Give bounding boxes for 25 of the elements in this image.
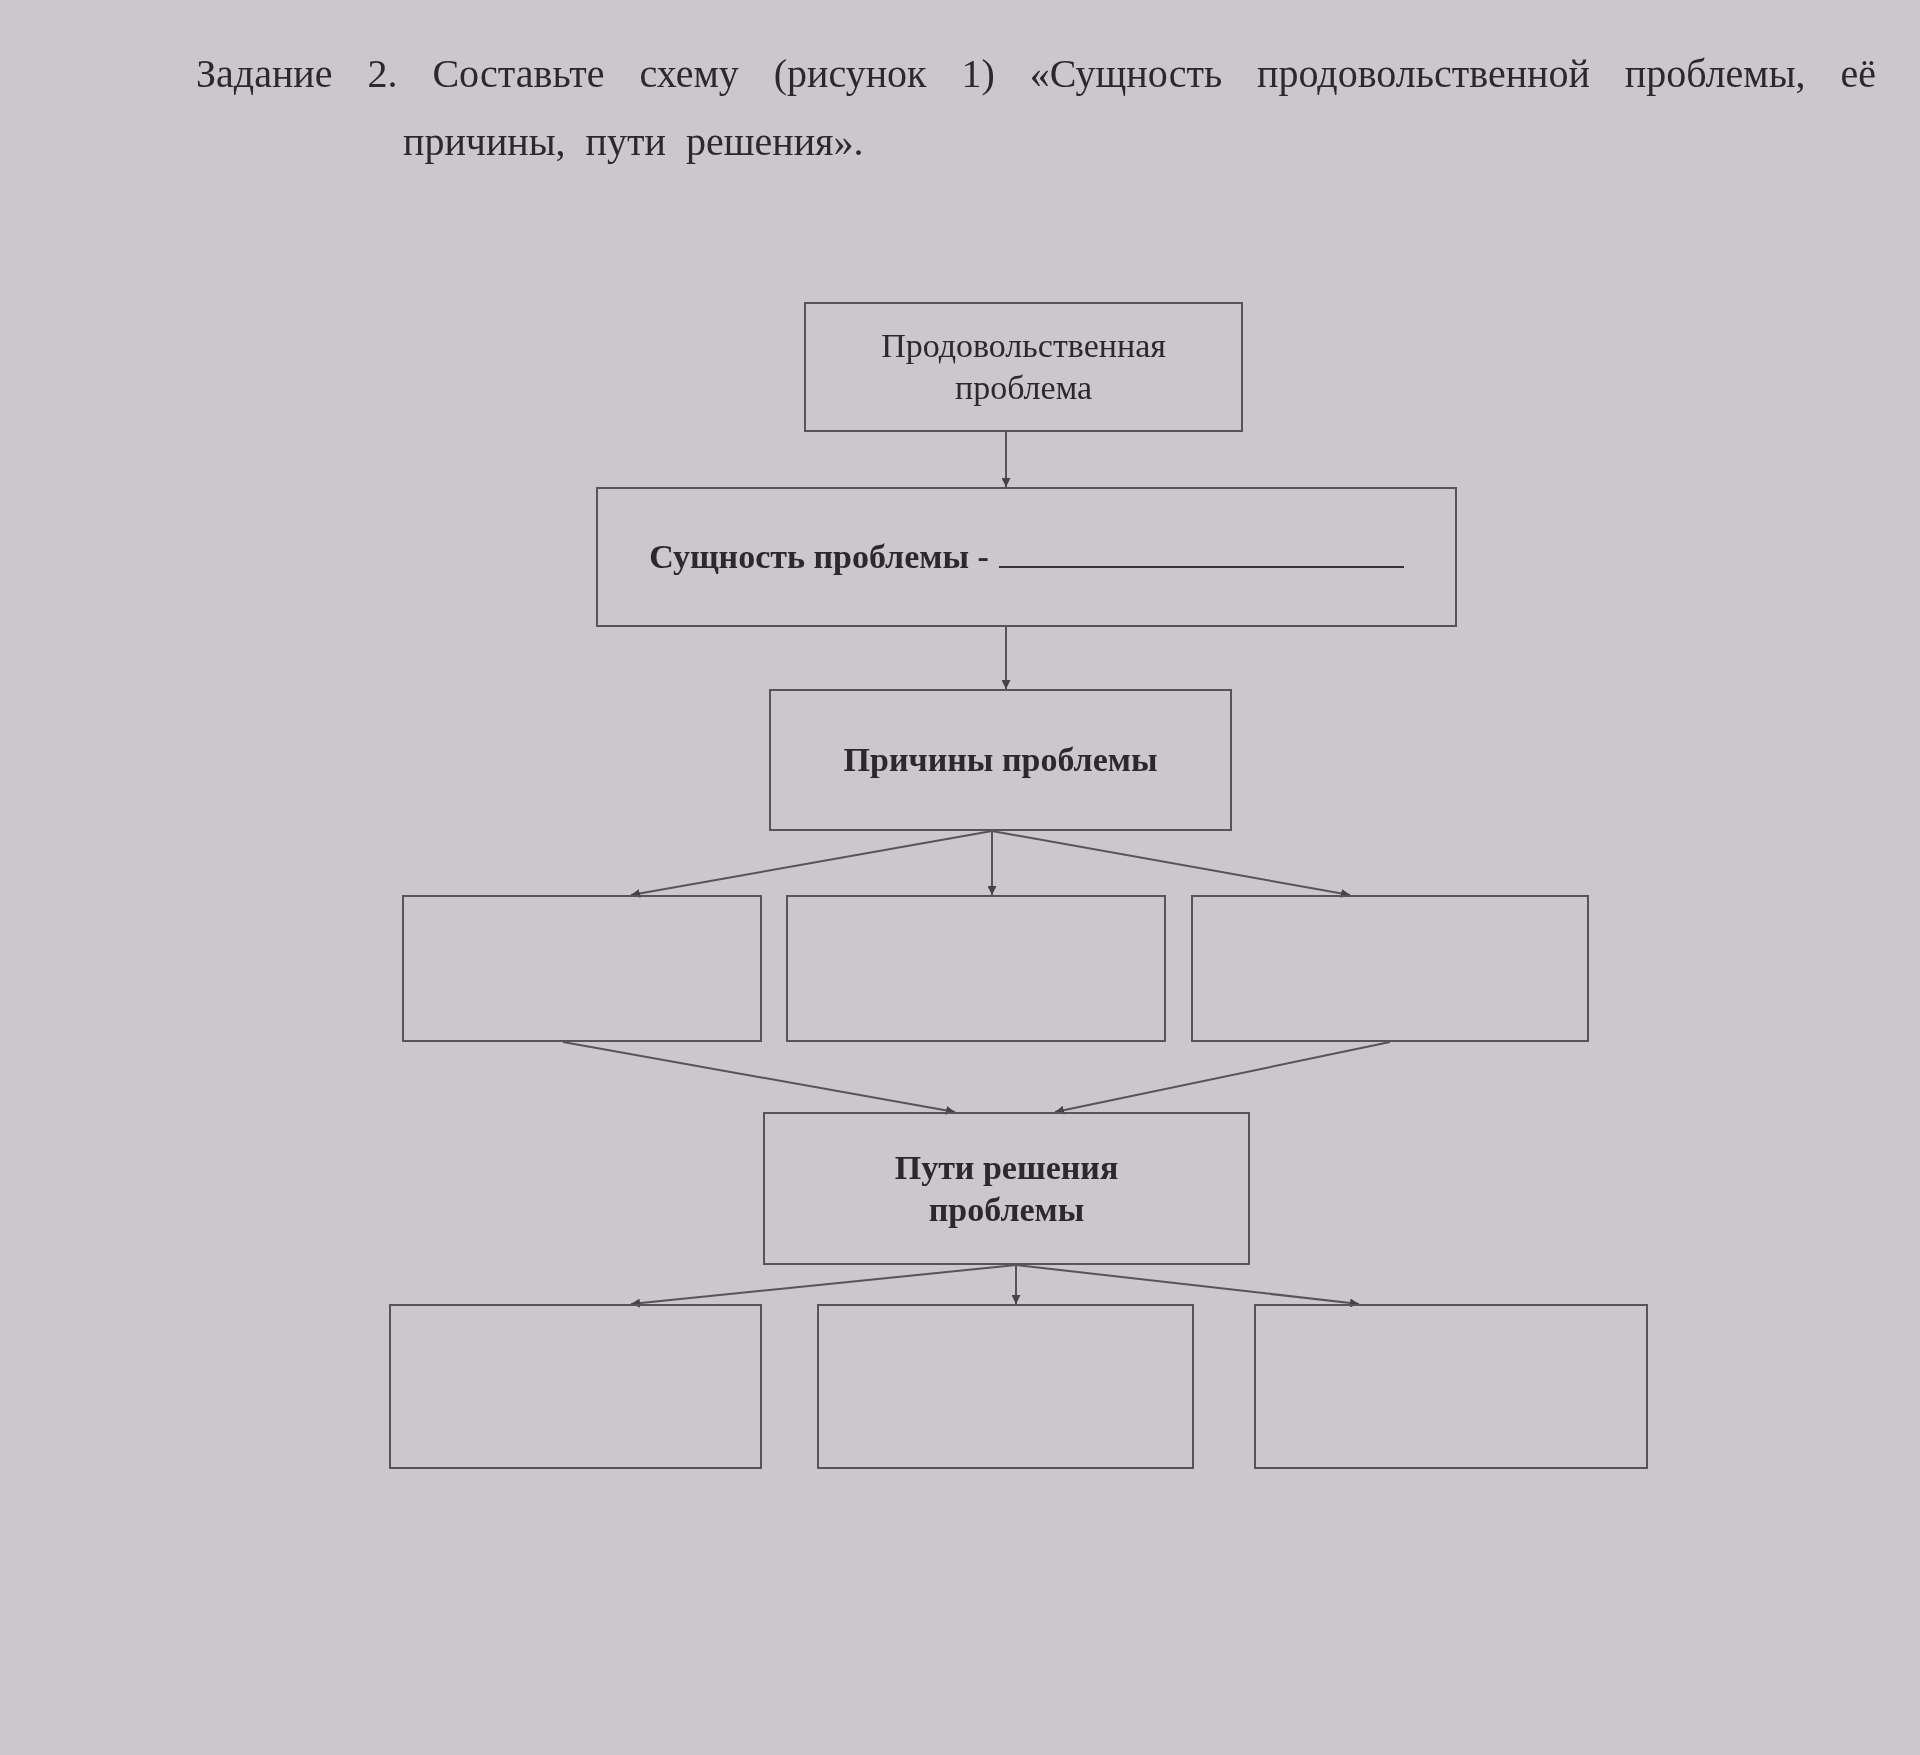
empty-box [786,895,1166,1042]
process-box [596,487,1457,627]
box-label: Причины проблемы [843,740,1158,780]
process-box [769,689,1232,831]
arrow [562,1041,956,1115]
box-label: Продовольственная проблема [880,326,1167,408]
empty-box [817,1304,1194,1469]
empty-box [389,1304,762,1469]
arrow [630,830,993,898]
task-text: Задание 2. Составьте схему (рисунок 1) «Сущность продовольственной проблемы, её причины, пути решения». [196,50,1876,166]
process-box [763,1112,1250,1265]
arrow [991,830,1351,898]
empty-box [1254,1304,1648,1469]
box-label: Пути решения проблемы [893,1147,1120,1230]
arrow [1011,1264,1021,1305]
process-box [804,302,1243,432]
arrow [630,1264,1017,1308]
arrow [1001,431,1011,488]
arrow [1015,1264,1360,1308]
empty-box [402,895,762,1042]
arrow [1054,1041,1391,1115]
box-label: Сущность проблемы - [649,537,989,577]
empty-box [1191,895,1589,1042]
arrow [1001,626,1011,690]
arrow [987,830,997,896]
